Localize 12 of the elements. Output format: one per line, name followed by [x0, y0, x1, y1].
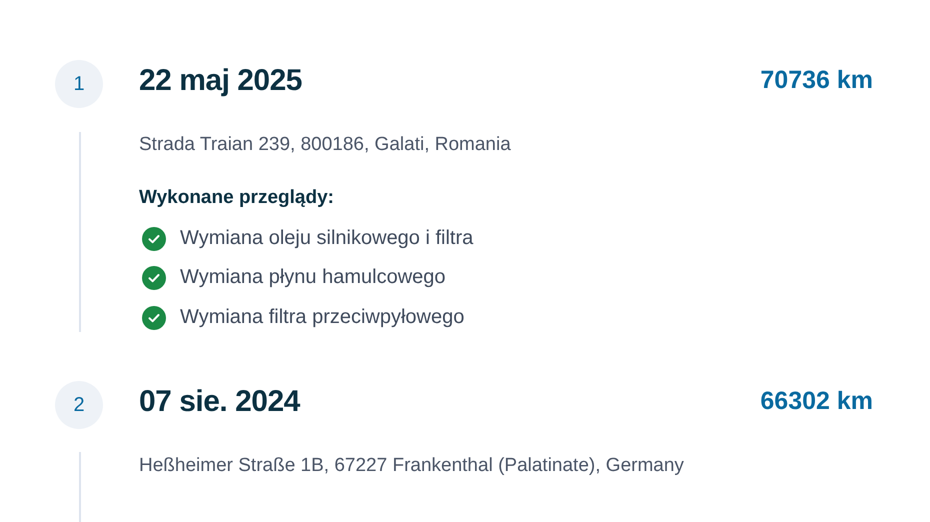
mileage: 66302 km — [760, 386, 873, 416]
step-number: 1 — [55, 60, 103, 108]
service-item: Wymiana filtra przeciwpyłowego — [180, 305, 464, 329]
service-item: Wymiana płynu hamulcowego — [180, 265, 446, 289]
service-date: 22 maj 2025 — [139, 63, 302, 99]
workshop-address: Strada Traian 239, 800186, Galati, Romania — [139, 133, 512, 157]
service-date: 07 sie. 2024 — [139, 384, 300, 420]
section-heading: Wykonane przeglądy: — [139, 187, 334, 210]
service-item: Wymiana oleju silnikowego i filtra — [180, 226, 474, 250]
step-number: 2 — [55, 381, 103, 429]
workshop-address: Heßheimer Straße 1B, 67227 Frankenthal (Palatinate), Germany — [139, 454, 685, 478]
mileage: 70736 km — [760, 65, 873, 95]
